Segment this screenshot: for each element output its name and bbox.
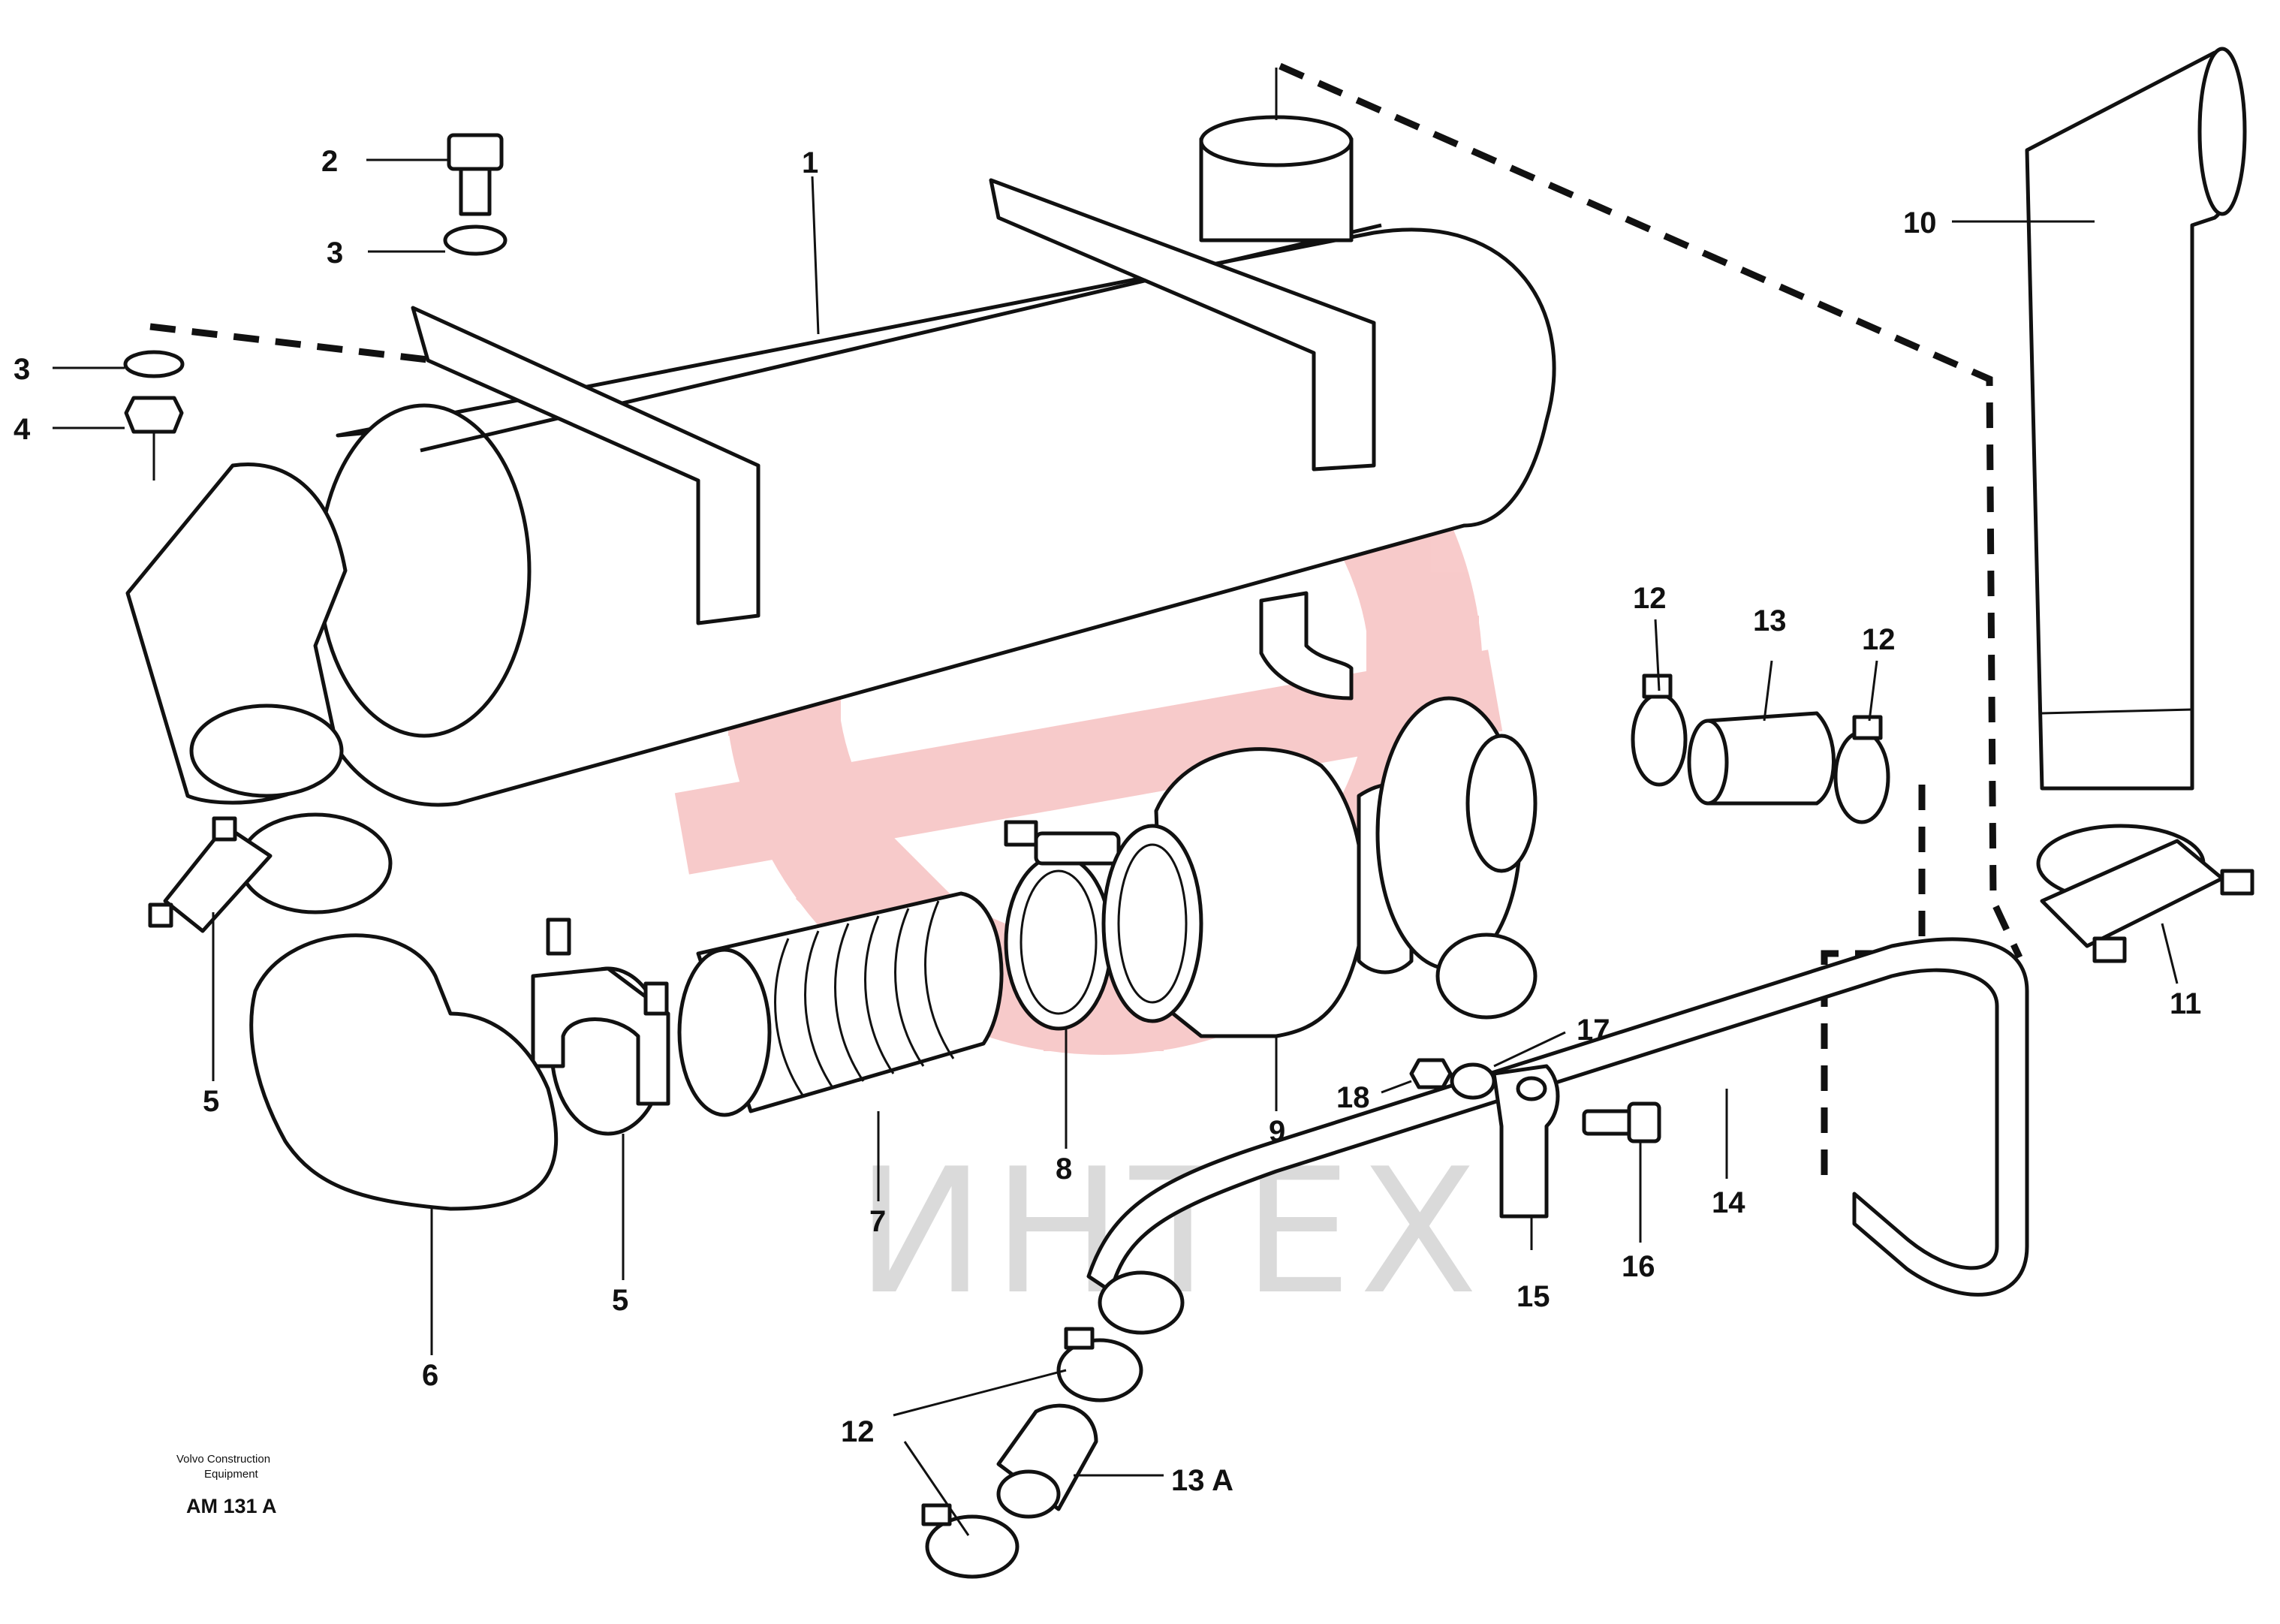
maker-line-1: Volvo Construction — [176, 1453, 270, 1466]
callout-7: 7 — [869, 1205, 886, 1238]
callout-15: 15 — [1516, 1280, 1550, 1313]
callout-4: 4 — [14, 413, 31, 446]
turbocharger — [1101, 696, 1538, 1038]
callout-13: 13 — [1753, 604, 1787, 637]
callout-13-a: 13 A — [1171, 1464, 1233, 1497]
hose-clamps-upper — [1631, 673, 1890, 824]
stack-clamp — [2036, 824, 2254, 963]
callout-10: 10 — [1903, 206, 1937, 240]
callout-8: 8 — [1056, 1152, 1072, 1186]
callout-5-left: 5 — [203, 1085, 219, 1118]
callout-3-lower: 3 — [14, 353, 30, 386]
clamp-left — [148, 812, 393, 933]
diagram-code: AM 131 A — [186, 1495, 277, 1517]
callout-16: 16 — [1622, 1250, 1655, 1283]
callout-9: 9 — [1269, 1115, 1285, 1148]
callout-12-lower: 12 — [841, 1415, 875, 1448]
callout-5-middle: 5 — [612, 1284, 628, 1317]
callout-3-upper: 3 — [327, 237, 343, 270]
hose-elbow — [249, 933, 559, 1211]
callout-12-upper-left: 12 — [1633, 582, 1667, 615]
muffler — [125, 115, 1556, 807]
callout-1: 1 — [802, 146, 818, 179]
pipe-bracket-set — [1409, 1058, 1661, 1219]
callout-11: 11 — [2170, 987, 2201, 1020]
callout-labels: 1 2 3 3 4 5 5 6 7 8 9 10 11 12 12 12 13 … — [14, 145, 2201, 1497]
footer-block: Volvo Construction Equipment AM 131 A — [176, 1453, 277, 1517]
clamp-middle — [531, 917, 670, 1136]
callout-6: 6 — [422, 1359, 438, 1392]
hose-clamps-lower — [921, 1327, 1143, 1579]
bellows — [677, 891, 1004, 1117]
callout-2: 2 — [321, 145, 338, 178]
callout-12-upper-right: 12 — [1862, 623, 1896, 656]
callout-18: 18 — [1336, 1081, 1370, 1114]
maker-line-2: Equipment — [204, 1468, 259, 1481]
oil-pipe — [1086, 937, 2029, 1335]
callout-14: 14 — [1712, 1186, 1745, 1219]
callout-17: 17 — [1577, 1014, 1610, 1047]
bolt-washer-stack — [123, 133, 508, 481]
leader-lines — [53, 68, 2179, 1536]
exhaust-stack — [2025, 47, 2247, 791]
